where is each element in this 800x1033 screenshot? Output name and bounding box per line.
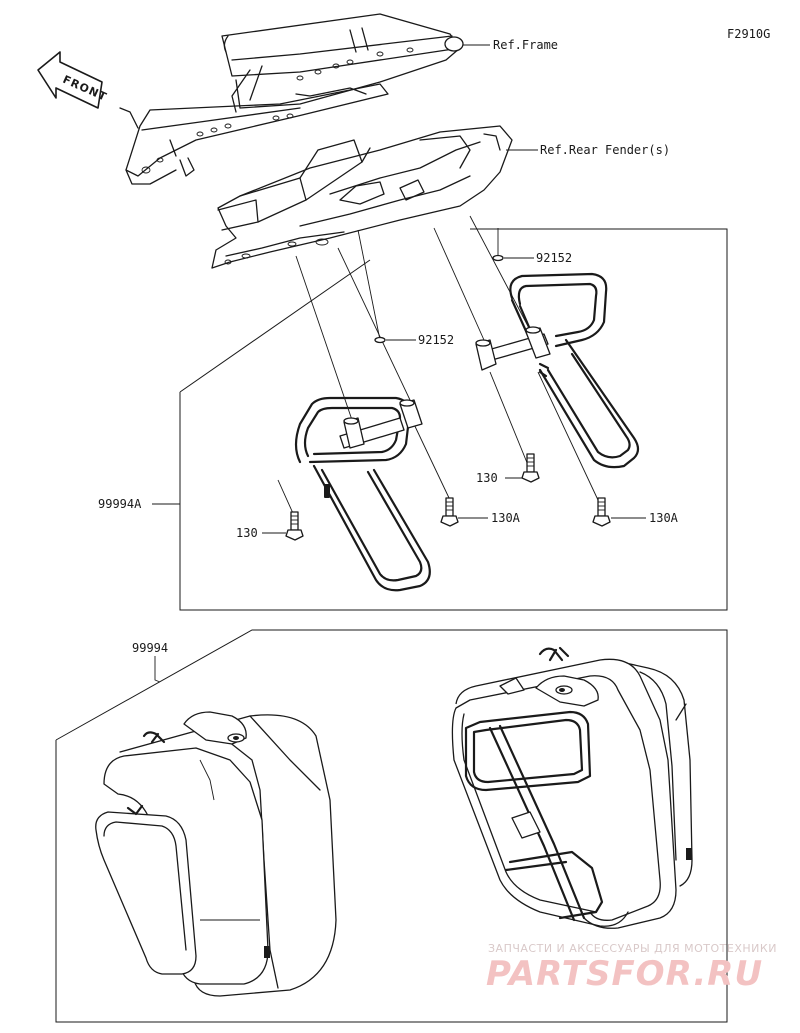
bolt-130-left-label: 130 — [236, 526, 258, 540]
ref-frame-label: Ref.Frame — [493, 38, 558, 52]
washer-right-icon — [492, 254, 504, 262]
bracket-group-box — [179, 228, 728, 611]
bolt-130-left-icon — [285, 511, 304, 541]
bracket-assy-label: 99994A — [98, 497, 142, 511]
watermark-tagline: ЗАПЧАСТИ И АКСЕССУАРЫ ДЛЯ МОТОТЕХНИКИ — [488, 942, 777, 955]
bolt-130-right-label: 130 — [476, 471, 498, 485]
case-group-box — [55, 629, 728, 1023]
ref-rear-fender-label: Ref.Rear Fender(s) — [540, 143, 670, 157]
right-side-case-drawing — [451, 646, 693, 929]
washer-right-label: 92152 — [536, 251, 572, 265]
washer-left-icon — [374, 336, 386, 344]
right-bracket-drawing — [475, 272, 640, 469]
washer-left-label: 92152 — [418, 333, 454, 347]
bolt-130a-center-icon — [440, 497, 459, 527]
case-assy-label: 99994 — [132, 641, 168, 655]
diagram-code: F2910G — [727, 27, 770, 41]
rear-fender-drawing — [211, 125, 513, 269]
left-side-case-drawing — [95, 711, 337, 997]
bolt-130a-center-label: 130A — [491, 511, 521, 525]
bolt-130a-right-icon — [592, 497, 611, 527]
left-bracket-drawing — [294, 396, 431, 592]
bolt-130-right-icon — [521, 453, 540, 483]
front-arrow-icon: FRONT — [37, 51, 109, 109]
rear-frame-drawing — [119, 13, 464, 185]
watermark-logo: PARTSFOR.RU — [486, 954, 763, 994]
bolt-130a-right-label: 130A — [649, 511, 679, 525]
assembly-lines — [277, 215, 599, 521]
